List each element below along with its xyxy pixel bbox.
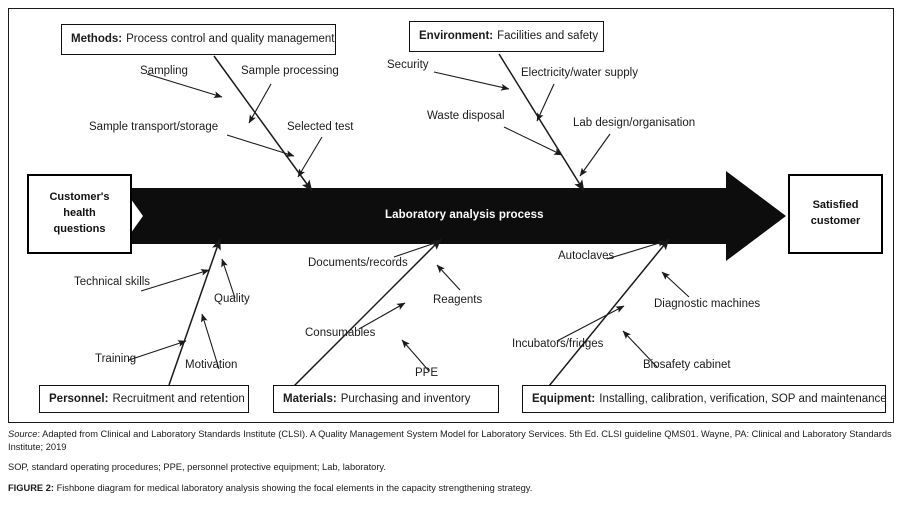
cause-label-diagnostic-machines: Diagnostic machines (654, 298, 761, 310)
start-box-line-1: Customer's (49, 191, 110, 204)
rib-personnel (128, 238, 236, 386)
figure-footer: Source: Adapted from Clinical and Labora… (8, 428, 894, 495)
cause-label-training: Training (95, 353, 137, 365)
category-box-equipment: Equipment: Installing, calibration, veri… (522, 385, 887, 413)
fishbone-svg (123, 53, 786, 387)
category-box-personnel: Personnel: Recruitment and retention (39, 385, 249, 413)
category-text-personnel: Recruitment and retention (112, 392, 245, 405)
cause-label-sample-transport-storage: Sample transport/storage (89, 121, 219, 133)
category-key-personnel: Personnel: (49, 392, 109, 405)
cause-label-ppe: PPE (415, 367, 439, 379)
fishbone-diagram-frame: Laboratory analysis process Customer's h… (8, 8, 894, 423)
figure-caption-text: Fishbone diagram for medical laboratory … (53, 482, 533, 493)
category-key-equipment: Equipment: (532, 392, 596, 405)
category-key-environment: Environment: (419, 30, 494, 43)
end-box-satisfied-customer: Satisfied customer (788, 174, 883, 254)
rib-materials (293, 238, 461, 387)
category-box-materials: Materials: Purchasing and inventory (273, 385, 499, 413)
figure-caption-line: FIGURE 2: Fishbone diagram for medical l… (8, 482, 894, 495)
category-text-equipment: Installing, calibration, verification, S… (599, 392, 887, 405)
end-box-line-1: Satisfied (812, 199, 859, 212)
cause-label-reagents: Reagents (433, 294, 483, 306)
category-text-methods: Process control and quality management (126, 33, 335, 46)
source-text: : Adapted from Clinical and Laboratory S… (8, 429, 892, 453)
abbreviations-line: SOP, standard operating procedures; PPE,… (8, 462, 386, 473)
cause-label-biosafety-cabinet: Biosafety cabinet (643, 359, 731, 371)
category-box-environment: Environment: Facilities and safety (409, 21, 604, 52)
cause-label-sample-processing: Sample processing (241, 65, 339, 77)
rib-environment (433, 53, 611, 192)
source-label: Source (8, 429, 38, 439)
cause-label-electricity-water-supply: Electricity/water supply (521, 67, 638, 79)
cause-label-quality: Quality (214, 293, 250, 305)
start-box-line-3: questions (53, 222, 106, 235)
cause-label-documents-records: Documents/records (308, 257, 408, 269)
source-line: Source: Adapted from Clinical and Labora… (8, 428, 894, 454)
cause-label-consumables: Consumables (305, 327, 376, 339)
cause-label-waste-disposal: Waste disposal (427, 110, 505, 122)
cause-label-selected-test: Selected test (287, 121, 354, 133)
cause-label-motivation: Motivation (185, 359, 238, 371)
cause-label-sampling: Sampling (140, 65, 188, 77)
spine-label: Laboratory analysis process (385, 209, 544, 221)
end-box-line-2: customer (810, 215, 861, 227)
start-box-customer-health-questions: Customer's health questions (27, 174, 132, 254)
category-text-materials: Purchasing and inventory (340, 392, 471, 405)
rib-methods (146, 55, 323, 192)
category-box-methods: Methods: Process control and quality man… (61, 24, 336, 55)
cause-label-technical-skills: Technical skills (74, 276, 151, 288)
spine-arrow (123, 171, 786, 261)
cause-label-autoclaves: Autoclaves (558, 250, 615, 262)
cause-label-security: Security (387, 59, 429, 71)
cause-label-lab-design-organisation: Lab design/organisation (573, 117, 696, 129)
category-key-methods: Methods: (71, 33, 123, 46)
category-key-materials: Materials: (283, 392, 337, 405)
rib-equipment (548, 238, 690, 387)
cause-label-incubators-fridges: Incubators/fridges (512, 338, 604, 350)
start-box-line-2: health (63, 207, 96, 220)
figure-number: FIGURE 2: (8, 482, 54, 493)
category-text-environment: Facilities and safety (497, 30, 599, 43)
